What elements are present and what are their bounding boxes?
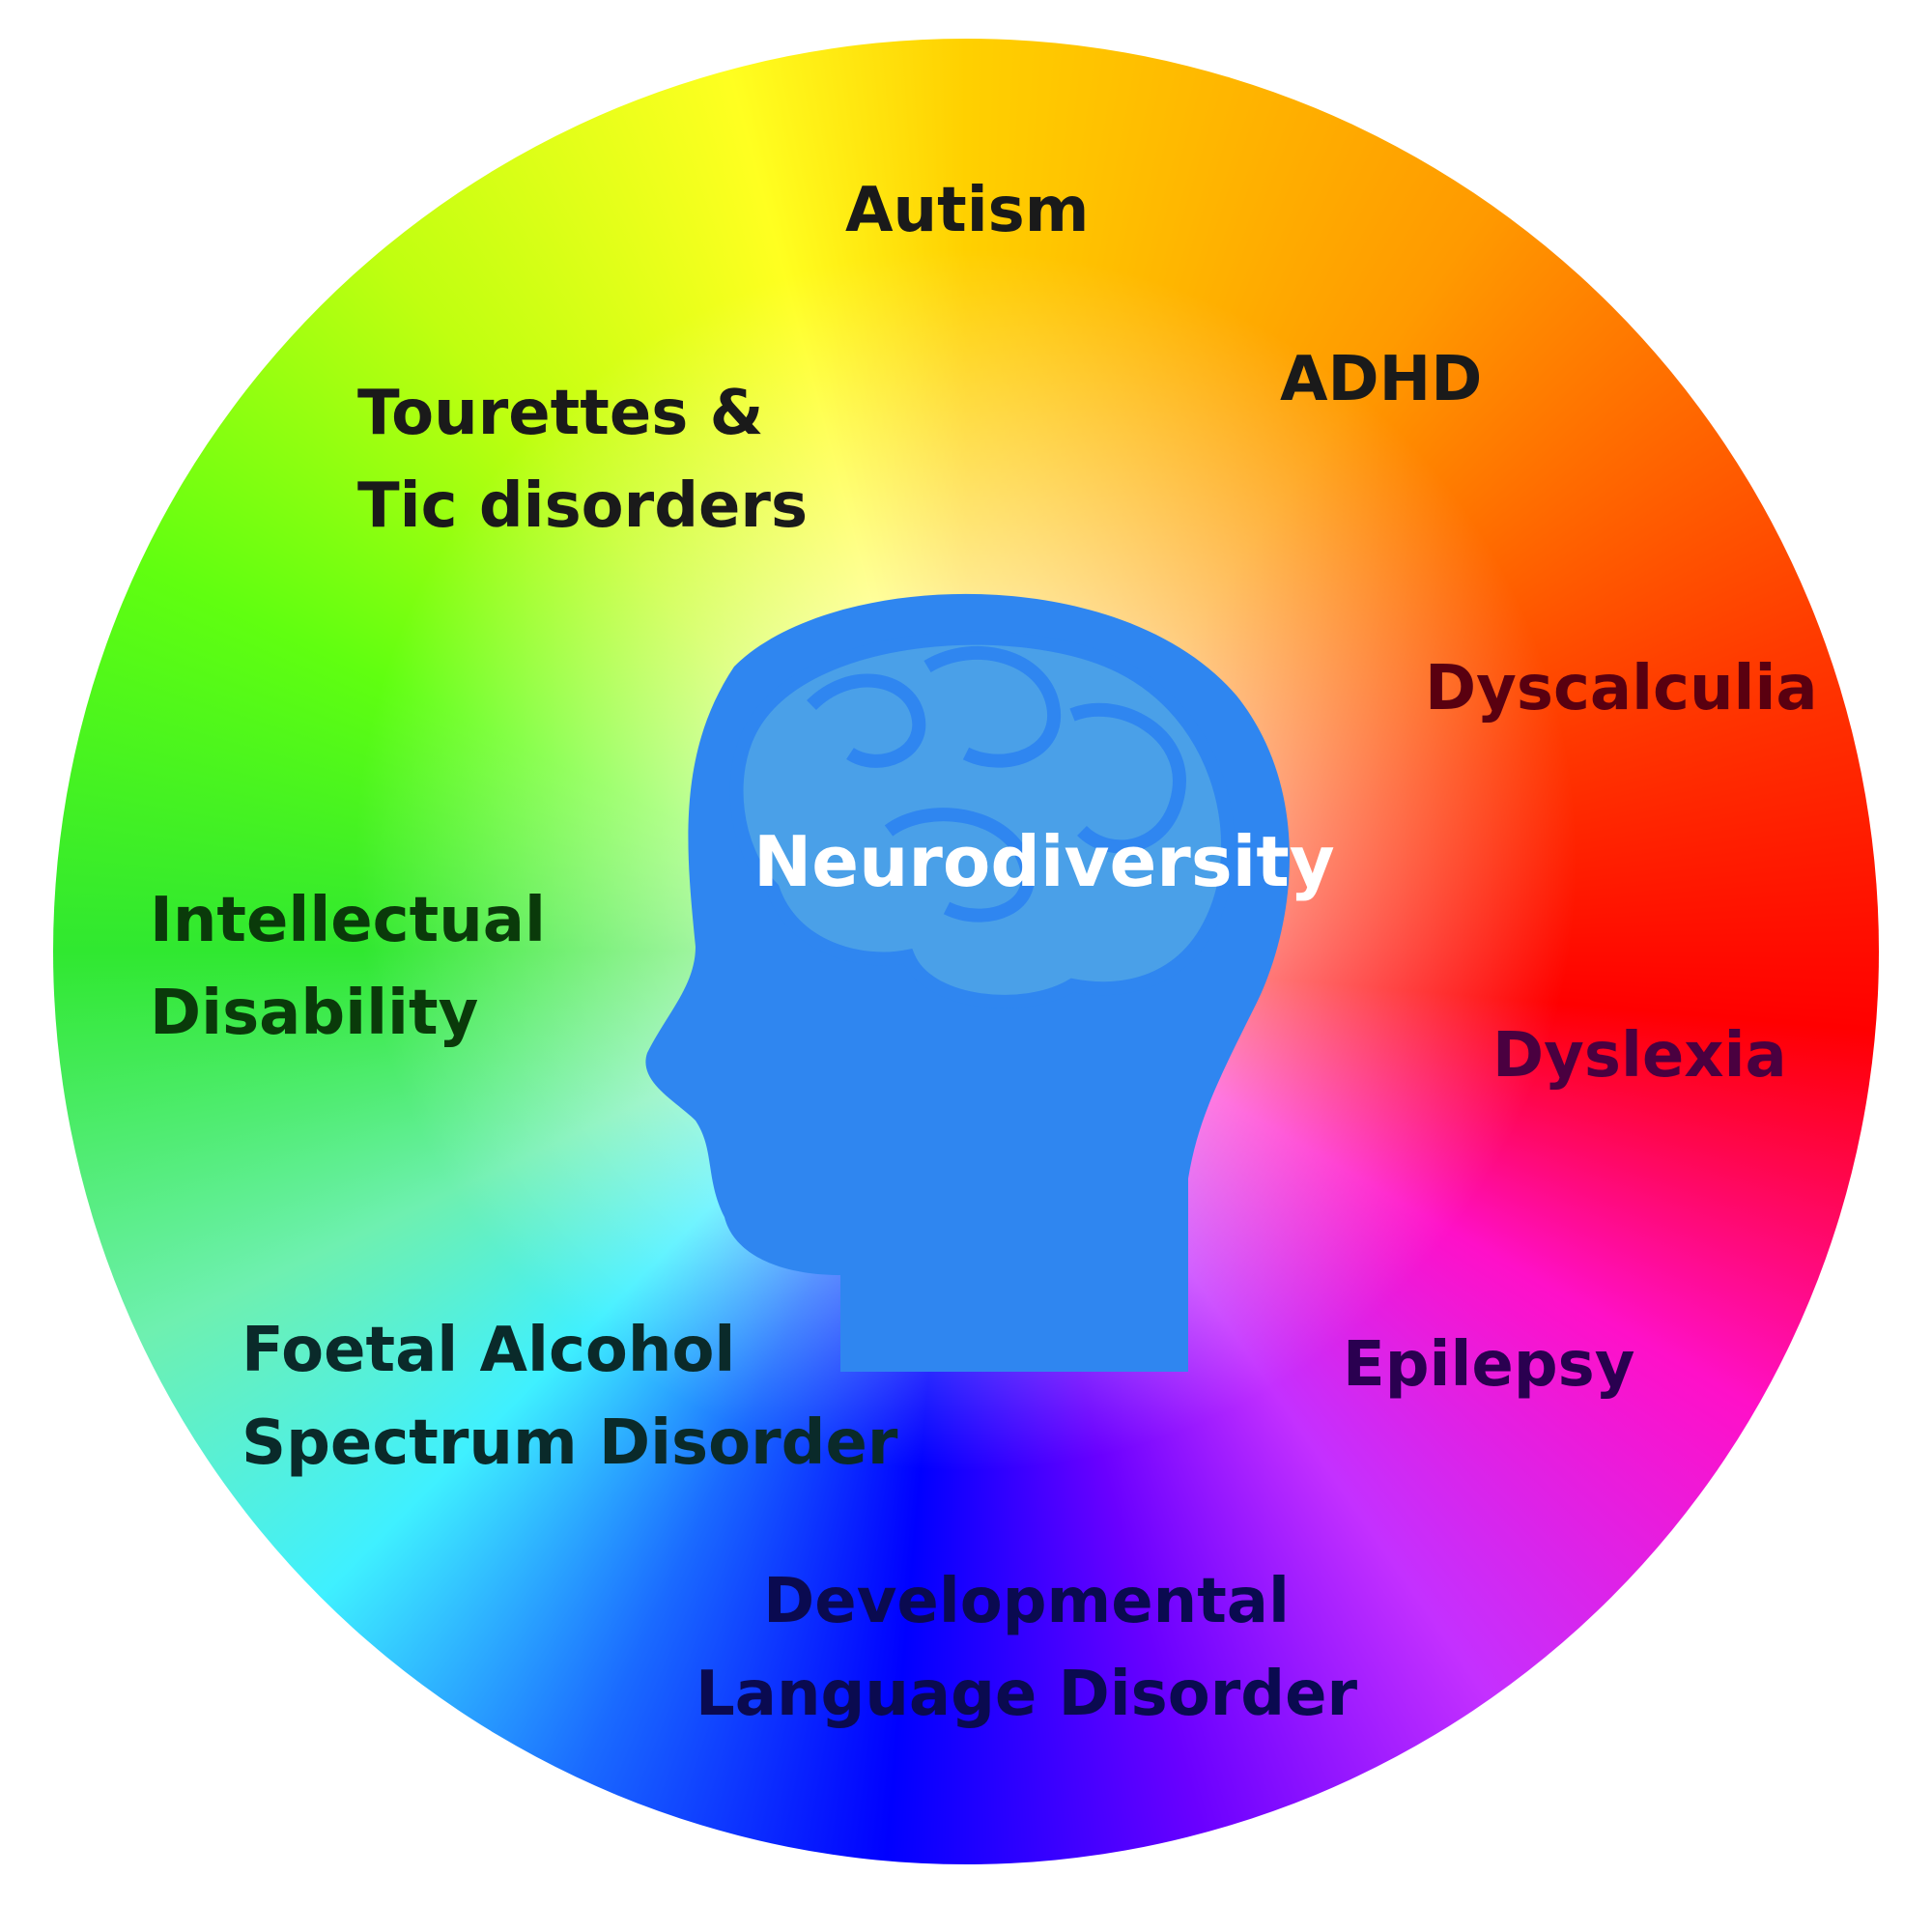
label-adhd: ADHD <box>1280 344 1483 415</box>
label-foetal: Foetal Alcohol Spectrum Disorder <box>242 1315 898 1479</box>
label-epilepsy: Epilepsy <box>1343 1329 1635 1401</box>
label-autism: Autism <box>845 175 1090 246</box>
label-intellectual: Intellectual Disability <box>150 885 546 1049</box>
head-silhouette-icon <box>645 593 1290 1372</box>
label-dld: Developmental Language Disorder <box>696 1566 1358 1730</box>
label-dyscalculia: Dyscalculia <box>1425 653 1818 724</box>
center-title: Neurodiversity <box>753 821 1335 902</box>
label-dyslexia: Dyslexia <box>1492 1020 1787 1092</box>
label-tourettes: Tourettes & Tic disorders <box>357 378 809 542</box>
